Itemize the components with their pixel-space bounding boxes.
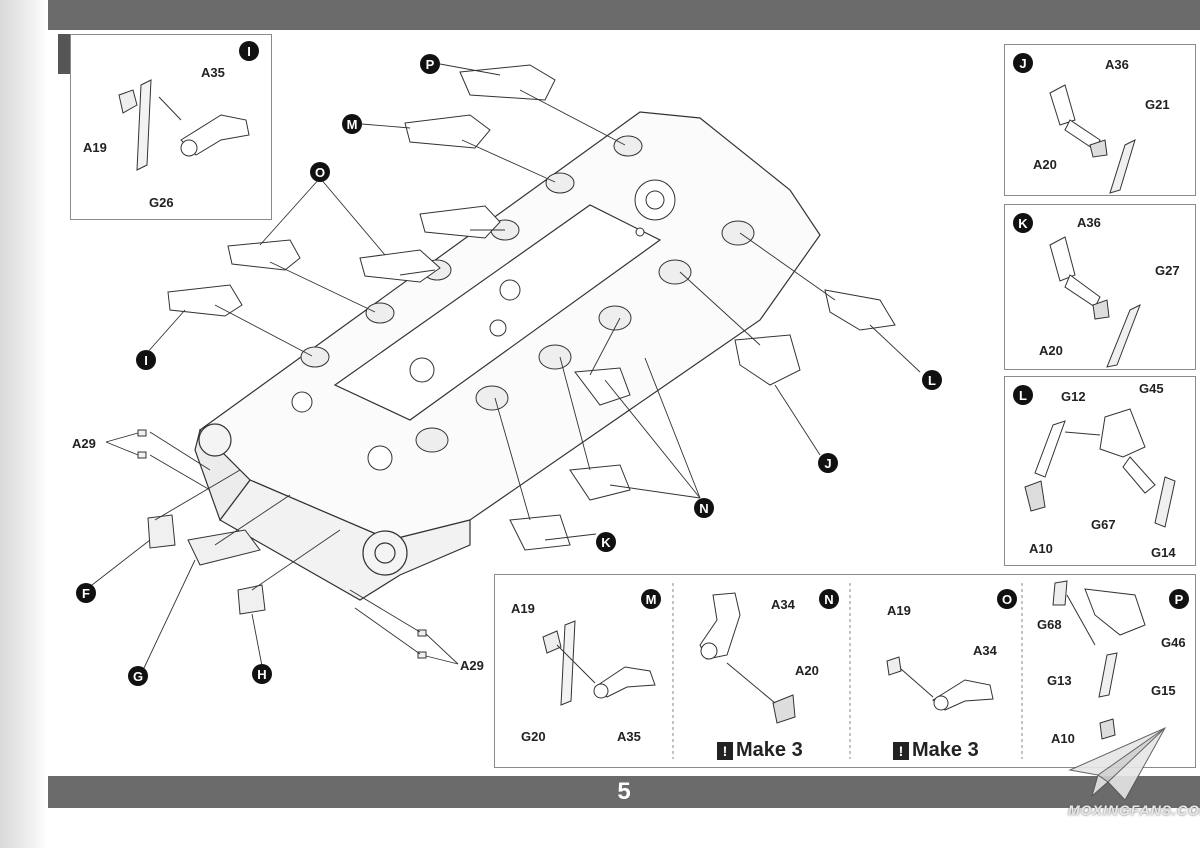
callout-badge-n: N bbox=[694, 498, 714, 518]
callout-badge-m: M bbox=[342, 114, 362, 134]
sub-assembly-panel-l: L G12 G45 A10 G67 G14 bbox=[1004, 376, 1196, 566]
callout-badge-k: K bbox=[596, 532, 616, 552]
panel-j-part-a20: A20 bbox=[1033, 157, 1057, 172]
callout-badge-i: I bbox=[136, 350, 156, 370]
binding-edge bbox=[0, 0, 48, 848]
panel-p-part-g13: G13 bbox=[1047, 673, 1072, 688]
panel-n-part-a20: A20 bbox=[795, 663, 819, 678]
panel-p-part-g15: G15 bbox=[1151, 683, 1176, 698]
callout-badge-f: F bbox=[76, 583, 96, 603]
panel-o-badge: O bbox=[997, 589, 1017, 609]
panel-o-part-a19: A19 bbox=[887, 603, 911, 618]
top-bar bbox=[48, 0, 1200, 30]
panel-l-part-g14: G14 bbox=[1151, 545, 1176, 560]
panel-p-badge: P bbox=[1169, 589, 1189, 609]
panel-n-badge: N bbox=[819, 589, 839, 609]
panel-m-part-a35: A35 bbox=[617, 729, 641, 744]
callout-badge-o: O bbox=[310, 162, 330, 182]
panel-k-part-a20: A20 bbox=[1039, 343, 1063, 358]
panel-p-part-a10: A10 bbox=[1051, 731, 1075, 746]
panel-l-part-g45: G45 bbox=[1139, 381, 1164, 396]
callout-badge-p: P bbox=[420, 54, 440, 74]
panel-i-part-a35: A35 bbox=[201, 65, 225, 80]
callout-badge-j: J bbox=[818, 453, 838, 473]
sub-assembly-panel-k: K A36 G27 A20 bbox=[1004, 204, 1196, 370]
callout-badge-l: L bbox=[922, 370, 942, 390]
panel-i-part-g26: G26 bbox=[149, 195, 174, 210]
footer-bar: 5 bbox=[48, 776, 1200, 808]
panel-n-note: !Make 3 bbox=[717, 739, 803, 762]
panel-n-part-a34: A34 bbox=[771, 597, 795, 612]
panel-l-badge: L bbox=[1013, 385, 1033, 405]
panel-j-part-a36: A36 bbox=[1105, 57, 1129, 72]
watermark-text: MOXINGFANS.COM bbox=[1068, 802, 1200, 818]
sub-assembly-panel-j: J A36 G21 A20 bbox=[1004, 44, 1196, 196]
panel-o-note: !Make 3 bbox=[893, 739, 979, 762]
callout-badge-h: H bbox=[252, 664, 272, 684]
callout-badge-g: G bbox=[128, 666, 148, 686]
panel-j-badge: J bbox=[1013, 53, 1033, 73]
panel-l-part-g67: G67 bbox=[1091, 517, 1116, 532]
panel-k-part-g27: G27 bbox=[1155, 263, 1180, 278]
panel-m-part-g20: G20 bbox=[521, 729, 546, 744]
part-label-a29-bottom: A29 bbox=[460, 658, 484, 673]
panel-k-badge: K bbox=[1013, 213, 1033, 233]
panel-o-part-a34: A34 bbox=[973, 643, 997, 658]
panel-j-part-g21: G21 bbox=[1145, 97, 1170, 112]
panel-p-part-g68: G68 bbox=[1037, 617, 1062, 632]
sub-assembly-panel-group: M A19 G20 A35 N A34 A20 !Make 3 O A19 A3… bbox=[494, 574, 1196, 768]
panel-l-part-a10: A10 bbox=[1029, 541, 1053, 556]
panel-i-part-a19: A19 bbox=[83, 140, 107, 155]
panel-l-part-g12: G12 bbox=[1061, 389, 1086, 404]
panel-m-badge: M bbox=[641, 589, 661, 609]
footer-page-number: 5 bbox=[617, 778, 631, 805]
panel-i-badge: I bbox=[239, 41, 259, 61]
panel-m-part-a19: A19 bbox=[511, 601, 535, 616]
panel-p-part-g46: G46 bbox=[1161, 635, 1186, 650]
part-label-a29-top: A29 bbox=[72, 436, 96, 451]
sub-assembly-panel-i: I A35 A19 G26 bbox=[70, 34, 272, 220]
panel-k-part-a36: A36 bbox=[1077, 215, 1101, 230]
